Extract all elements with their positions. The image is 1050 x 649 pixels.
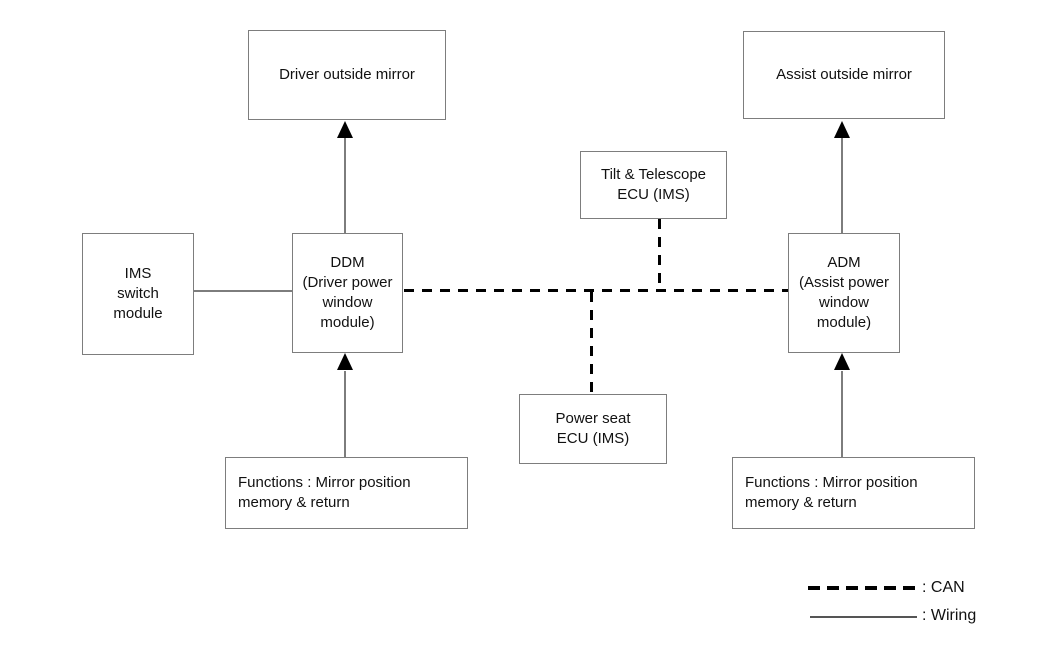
can-bus-tilt-telescope-ecu [658, 219, 661, 290]
can-bus-ddm-to-adm [404, 289, 788, 292]
box-power-seat-ecu: Power seat ECU (IMS) [519, 394, 667, 464]
wire-ims-switch-to-ddm [194, 290, 292, 292]
arrow-up-icon-driver-mirror [337, 121, 353, 138]
box-tilt-telescope-ecu: Tilt & Telescope ECU (IMS) [580, 151, 727, 219]
box-functions-driver: Functions : Mirror position memory & ret… [225, 457, 468, 529]
legend-wiring-line-sample [810, 616, 917, 618]
wire-functions-to-adm [841, 371, 843, 457]
legend-can-label: : CAN [922, 579, 965, 596]
box-adm-assist-power-window-module: ADM (Assist power window module) [788, 233, 900, 353]
box-functions-assist: Functions : Mirror position memory & ret… [732, 457, 975, 529]
legend-can-line-sample [808, 586, 918, 590]
arrow-up-icon-assist-mirror [834, 121, 850, 138]
arrow-up-icon-adm [834, 353, 850, 370]
legend-wiring-label: : Wiring [922, 607, 977, 624]
wire-adm-to-assist-mirror [841, 138, 843, 233]
box-ddm-driver-power-window-module: DDM (Driver power window module) [292, 233, 403, 353]
box-assist-outside-mirror: Assist outside mirror [743, 31, 945, 119]
arrow-up-icon-ddm [337, 353, 353, 370]
box-driver-outside-mirror: Driver outside mirror [248, 30, 446, 120]
can-bus-power-seat-ecu [590, 292, 593, 394]
box-ims-switch-module: IMS switch module [82, 233, 194, 355]
wire-functions-to-ddm [344, 371, 346, 457]
wire-ddm-to-driver-mirror [344, 138, 346, 233]
